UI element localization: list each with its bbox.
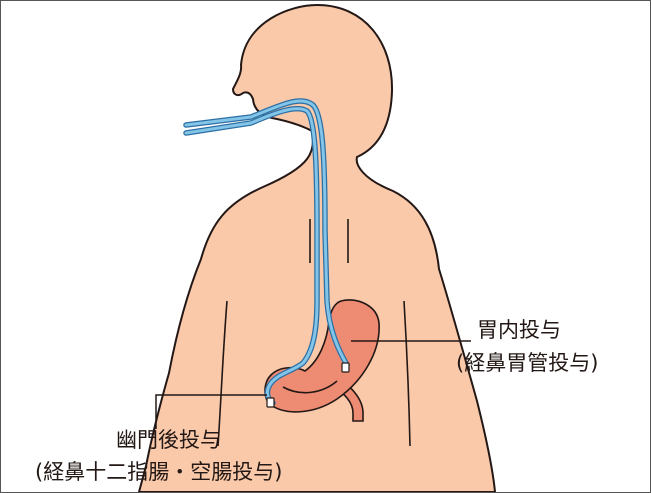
arm-line-right [403, 300, 411, 447]
label-postpyloric-feeding: 幽門後投与 [116, 428, 221, 452]
arm-line-left [217, 300, 228, 447]
label-gastric-feeding-sub: (経鼻胃管投与) [456, 351, 599, 375]
tube-tip-pyloric [266, 397, 275, 408]
leader-line-pyloric [155, 394, 267, 429]
label-gastric-feeding: 胃内投与 [477, 318, 561, 342]
stomach-inner-fold [282, 380, 338, 394]
tube-tip-gastric [341, 362, 350, 373]
feeding-tube-pyloric [184, 107, 319, 405]
label-postpyloric-feeding-sub: (経鼻十二指腸・空腸投与) [35, 460, 283, 484]
feeding-tube-gastric [184, 99, 349, 367]
